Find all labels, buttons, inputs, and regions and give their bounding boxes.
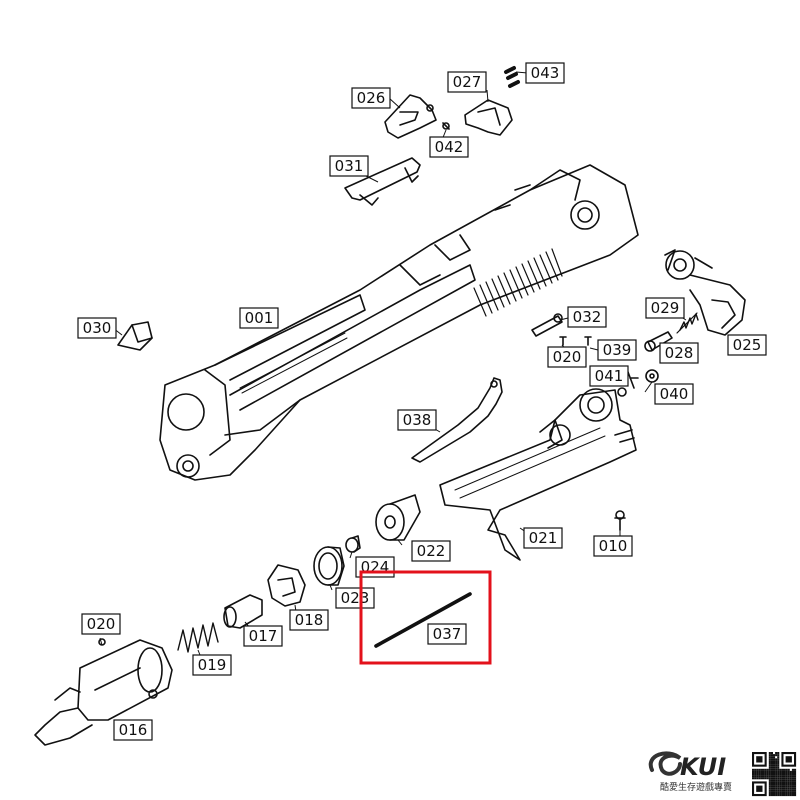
- part-020-upper[interactable]: [559, 336, 592, 346]
- svg-text:023: 023: [341, 589, 370, 607]
- svg-text:026: 026: [357, 89, 386, 107]
- part-017[interactable]: [223, 594, 263, 629]
- svg-text:010: 010: [599, 537, 628, 555]
- part-021[interactable]: [439, 388, 637, 561]
- label-030[interactable]: 030: [77, 317, 117, 339]
- svg-text:022: 022: [417, 542, 446, 560]
- svg-text:021: 021: [529, 529, 558, 547]
- part-037-spring[interactable]: [374, 592, 473, 651]
- part-023[interactable]: [313, 546, 345, 586]
- label-040[interactable]: 040: [654, 383, 694, 405]
- brand-logo: KUI 酷愛生存遊戲專賣: [648, 751, 732, 793]
- svg-text:040: 040: [660, 385, 689, 403]
- label-039[interactable]: 039: [597, 339, 637, 361]
- svg-text:020: 020: [87, 615, 116, 633]
- label-025[interactable]: 025: [727, 334, 767, 356]
- part-010[interactable]: [614, 510, 626, 531]
- svg-text:001: 001: [245, 309, 274, 327]
- svg-text:017: 017: [249, 627, 278, 645]
- part-019[interactable]: [177, 622, 219, 653]
- label-042[interactable]: 042: [429, 136, 469, 158]
- part-016[interactable]: [34, 639, 173, 746]
- swirl-logo-icon: [648, 751, 682, 776]
- label-021[interactable]: 021: [523, 527, 563, 549]
- label-037[interactable]: 037: [427, 623, 467, 645]
- part-031[interactable]: [344, 157, 421, 206]
- svg-text:028: 028: [665, 344, 694, 362]
- label-020-upper[interactable]: 020: [547, 346, 587, 368]
- label-028[interactable]: 028: [659, 342, 699, 364]
- part-043[interactable]: [504, 66, 520, 88]
- label-010[interactable]: 010: [593, 535, 633, 557]
- label-016[interactable]: 016: [113, 719, 153, 741]
- part-030[interactable]: [117, 321, 153, 351]
- part-038[interactable]: [411, 377, 503, 463]
- part-027[interactable]: [464, 99, 513, 136]
- svg-text:038: 038: [403, 411, 432, 429]
- part-026[interactable]: [384, 94, 437, 139]
- part-024[interactable]: [345, 535, 361, 553]
- qr-code-icon[interactable]: [752, 752, 797, 797]
- part-028[interactable]: [644, 331, 673, 352]
- part-040[interactable]: [645, 369, 659, 383]
- brand-logo-text: KUI: [680, 753, 726, 781]
- svg-text:042: 042: [435, 138, 464, 156]
- label-027[interactable]: 027: [447, 71, 487, 93]
- svg-text:029: 029: [651, 299, 680, 317]
- part-041[interactable]: [617, 371, 639, 397]
- part-029[interactable]: [676, 312, 699, 334]
- label-029[interactable]: 029: [645, 297, 685, 319]
- label-032[interactable]: 032: [567, 306, 607, 328]
- label-017[interactable]: 017: [243, 625, 283, 647]
- label-018[interactable]: 018: [289, 609, 329, 631]
- svg-text:025: 025: [733, 336, 762, 354]
- part-032[interactable]: [531, 313, 563, 337]
- svg-text:031: 031: [335, 157, 364, 175]
- svg-text:039: 039: [603, 341, 632, 359]
- part-slide-001[interactable]: [159, 164, 639, 481]
- svg-text:037: 037: [433, 625, 462, 643]
- label-020-lower[interactable]: 020: [81, 613, 121, 635]
- label-026[interactable]: 026: [351, 87, 391, 109]
- label-023[interactable]: 023: [335, 587, 375, 609]
- svg-text:020: 020: [553, 348, 582, 366]
- label-038[interactable]: 038: [397, 409, 437, 431]
- label-001[interactable]: 001: [239, 307, 279, 329]
- label-031[interactable]: 031: [329, 155, 369, 177]
- svg-text:030: 030: [83, 319, 112, 337]
- label-041[interactable]: 041: [589, 365, 629, 387]
- svg-text:016: 016: [119, 721, 148, 739]
- part-042[interactable]: [442, 122, 450, 130]
- svg-text:043: 043: [531, 64, 560, 82]
- part-022[interactable]: [375, 494, 421, 541]
- svg-text:041: 041: [595, 367, 624, 385]
- label-043[interactable]: 043: [525, 62, 565, 84]
- part-025[interactable]: [664, 249, 746, 336]
- brand-tagline: 酷愛生存遊戲專賣: [660, 781, 732, 793]
- svg-text:019: 019: [198, 656, 227, 674]
- highlight-box-037: [359, 570, 492, 665]
- svg-text:032: 032: [573, 308, 602, 326]
- svg-text:018: 018: [295, 611, 324, 629]
- label-019[interactable]: 019: [192, 654, 232, 676]
- part-018[interactable]: [267, 564, 306, 607]
- label-022[interactable]: 022: [411, 540, 451, 562]
- svg-text:027: 027: [453, 73, 482, 91]
